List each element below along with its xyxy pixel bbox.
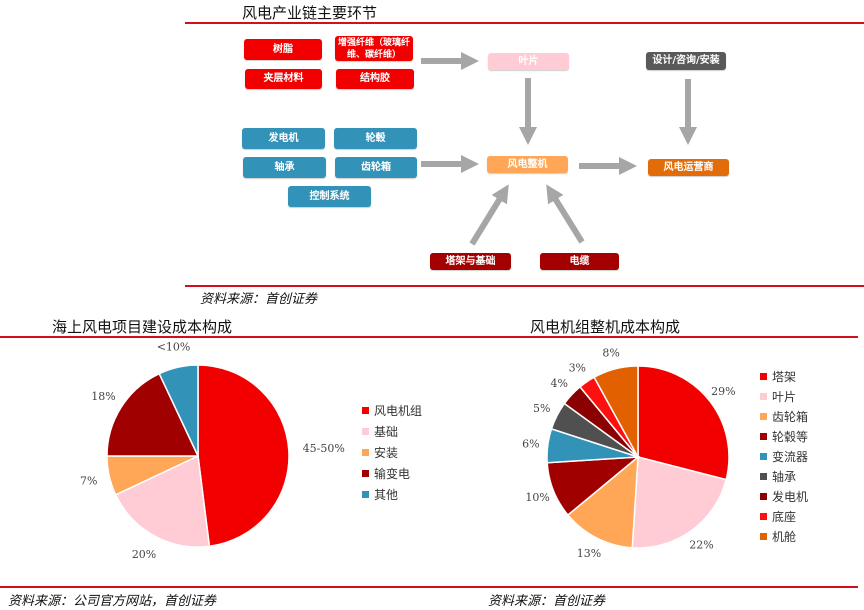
legend-item: 输变电: [362, 463, 410, 483]
legend-swatch: [760, 372, 767, 380]
pie-chart-offshore-cost: 45-50% 20% 7% 18% <10%: [80, 341, 345, 561]
legend-label: 发电机: [772, 489, 809, 504]
divider: [0, 586, 430, 588]
legend-item: 风电机组: [362, 400, 422, 420]
legend-swatch: [760, 432, 767, 440]
pie-slice-3: [106, 372, 200, 457]
diagram-source: 资料来源：首创证券: [200, 292, 318, 307]
legend-item: 安装: [362, 442, 398, 462]
legend-item: 叶片: [760, 386, 796, 406]
chart2-source: 资料来源：首创证券: [488, 594, 606, 609]
legend-swatch: [760, 492, 767, 500]
box-cable: 电缆: [540, 253, 619, 270]
box-blade: 叶片: [488, 53, 569, 70]
box-operator: 风电运营商: [648, 159, 729, 176]
box-generator: 发电机: [242, 128, 325, 149]
legend-label: 变流器: [772, 449, 809, 464]
pie-slice-4: [158, 364, 199, 457]
box-resin: 树脂: [244, 39, 322, 60]
data-label: <10%: [157, 341, 191, 354]
arrow-tower-to-turbine: [469, 184, 509, 246]
legend-item: 机舱: [760, 526, 796, 546]
legend-label: 齿轮箱: [772, 409, 809, 424]
legend-label: 轴承: [772, 469, 797, 484]
diagram-title: 风电产业链主要环节: [242, 4, 378, 22]
legend-label: 塔架: [772, 369, 797, 384]
data-label: 22%: [689, 538, 713, 551]
box-tower: 塔架与基础: [430, 253, 511, 270]
legend-label: 其他: [374, 487, 399, 502]
legend-swatch: [760, 512, 767, 520]
legend-label: 叶片: [772, 389, 797, 404]
box-hub: 轮毂: [334, 128, 417, 149]
legend-label: 机舱: [772, 529, 797, 544]
arrow-cable-to-turbine: [546, 184, 585, 244]
divider: [0, 336, 430, 338]
box-bearing: 轴承: [243, 157, 326, 178]
data-label: 8%: [602, 346, 619, 359]
legend-item: 底座: [760, 506, 796, 526]
legend-swatch: [362, 427, 369, 435]
box-design: 设计/咨询/安装: [646, 52, 726, 70]
data-label: 29%: [711, 385, 735, 398]
legend-label: 输变电: [374, 466, 411, 481]
legend-label: 风电机组: [374, 403, 423, 418]
pie-slice-1: [114, 454, 211, 548]
box-adhesive: 结构胶: [336, 69, 414, 89]
box-fiber: 增强纤维（玻璃纤维、碳纤维）: [335, 36, 413, 61]
legend-swatch: [760, 452, 767, 460]
box-core-material: 夹层材料: [245, 69, 322, 89]
pie-slice-1: [631, 456, 728, 549]
chart1-title: 海上风电项目建设成本构成: [52, 318, 233, 336]
legend-swatch: [362, 406, 369, 414]
data-label: 6%: [522, 437, 539, 450]
legend-swatch: [760, 532, 767, 540]
legend-label: 安装: [374, 445, 399, 460]
divider: [430, 336, 858, 338]
legend-label: 底座: [772, 509, 797, 524]
divider: [430, 586, 858, 588]
data-label: 45-50%: [303, 442, 345, 455]
legend-label: 轮毂等: [772, 429, 809, 444]
arrows: [421, 52, 697, 246]
legend-item: 轴承: [760, 466, 796, 486]
chart2-title: 风电机组整机成本构成: [530, 318, 681, 336]
legend-swatch: [760, 392, 767, 400]
legend-swatch: [760, 472, 767, 480]
data-label: 3%: [569, 362, 586, 375]
pie-slice-0: [197, 364, 290, 548]
data-label: 13%: [577, 547, 601, 560]
divider: [185, 285, 864, 287]
legend-item: 变流器: [760, 446, 808, 466]
data-label: 10%: [525, 491, 549, 504]
chart1-source: 资料来源：公司官方网站，首创证券: [8, 594, 217, 609]
box-gearbox: 齿轮箱: [335, 157, 417, 178]
pie-slice-0: [637, 365, 730, 481]
legend-swatch: [362, 448, 369, 456]
legend-item: 齿轮箱: [760, 406, 808, 426]
legend-item: 轮毂等: [760, 426, 808, 446]
data-label: 4%: [551, 377, 568, 390]
pie-slice-8: [593, 365, 639, 458]
legend-item: 基础: [362, 421, 398, 441]
legend-swatch: [362, 490, 369, 498]
data-label: 20%: [132, 548, 156, 561]
data-label: 7%: [80, 474, 97, 487]
data-label: 18%: [91, 390, 115, 403]
legend-item: 塔架: [760, 366, 796, 386]
divider: [185, 22, 864, 24]
pie-slice-2: [566, 455, 639, 549]
legend-item: 其他: [362, 484, 398, 504]
legend-swatch: [362, 469, 369, 477]
box-turbine: 风电整机: [487, 156, 568, 173]
data-label: 5%: [533, 402, 550, 415]
pie-chart-turbine-cost: 29% 22% 13% 10% 6% 5%4%3% 8%: [522, 346, 735, 560]
box-control-system: 控制系统: [288, 186, 371, 207]
legend-item: 发电机: [760, 486, 808, 506]
legend-label: 基础: [374, 424, 399, 439]
legend-swatch: [760, 412, 767, 420]
